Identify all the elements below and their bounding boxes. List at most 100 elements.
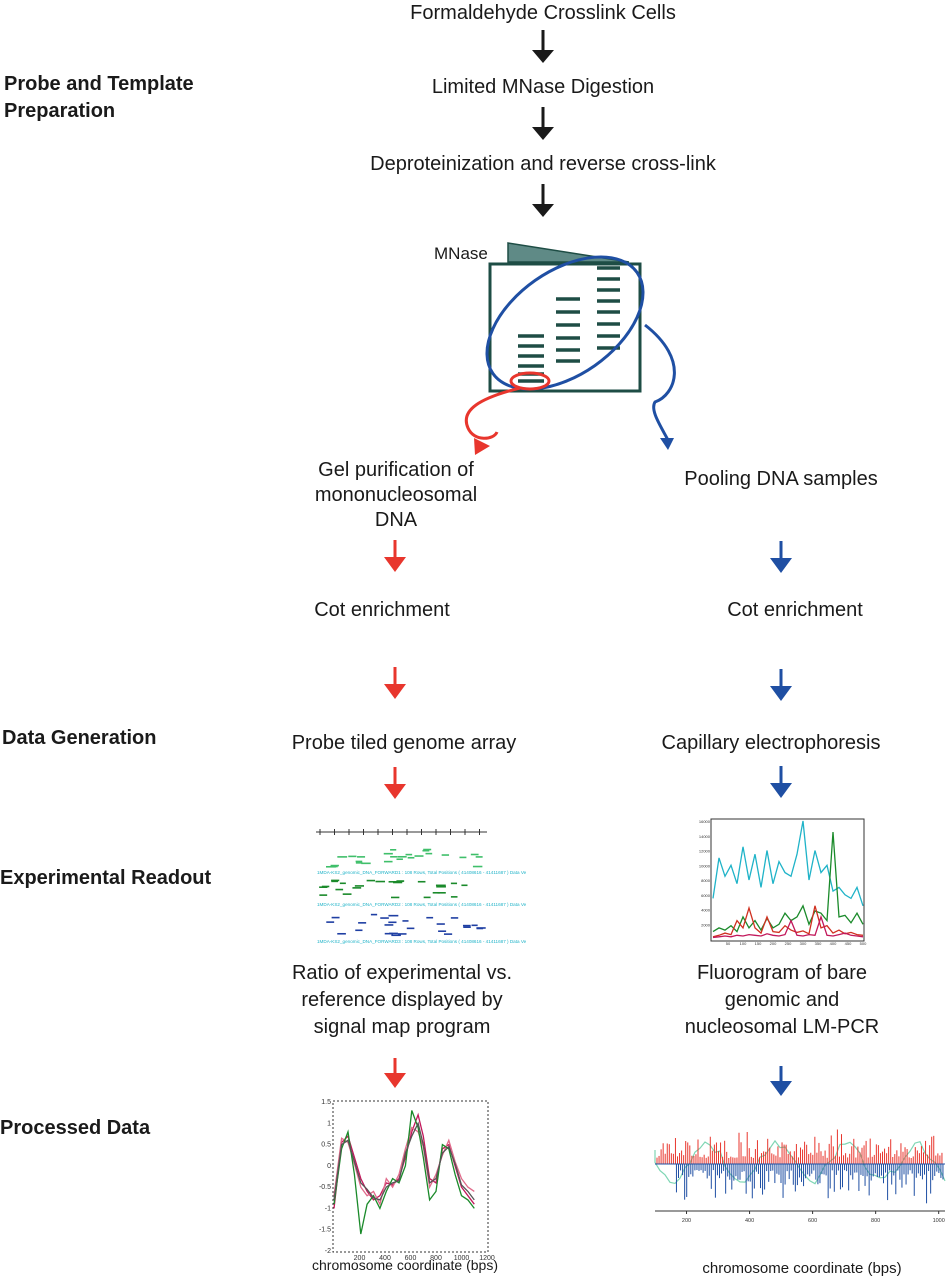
pooling-selection-ellipse <box>485 255 645 391</box>
y-tick-label: 1 <box>327 1120 331 1127</box>
blue-curved-arrow <box>644 323 676 450</box>
left-axis-caption: chromosome coordinate (bps) <box>312 1257 498 1273</box>
blue-arrow-2 <box>770 669 792 701</box>
fluorogram-chart: 16000 14000 12000 10000 8000 6000 4000 2000 50 1… <box>699 818 867 946</box>
arrow-digest-to-deprotein <box>532 107 554 140</box>
y-tick-label: 1.5 <box>321 1099 331 1106</box>
gel-mnase-label: MNase <box>434 244 488 263</box>
x-tick-label: 150 <box>755 941 762 946</box>
array-row-label-2: 1MDA-KS2_genomic_DNA_FORWARD2 : 108 Rows… <box>317 902 527 907</box>
x-tick-label: 800 <box>430 1255 442 1262</box>
x-tick-label: 100 <box>740 941 747 946</box>
mononucleosome-band-circle <box>509 371 551 391</box>
x-tick-label: 300 <box>800 941 807 946</box>
signal-map-frame <box>332 1100 489 1253</box>
series-line-1 <box>712 820 864 907</box>
y-tick-label: 12000 <box>699 849 711 854</box>
step-mnase-digestion: Limited MNase Digestion <box>431 76 655 98</box>
ratio-line-1: Ratio of experimental vs. <box>291 962 513 984</box>
stage-probe-template-line-1: Probe and Template <box>4 73 194 95</box>
right-cot-enrichment: Cot enrichment <box>727 599 863 621</box>
ratio-line-2: reference displayed by <box>301 989 503 1011</box>
stage-processed-data: Processed Data <box>0 1117 151 1139</box>
x-tick-label: 250 <box>785 941 792 946</box>
x-tick-label: 400 <box>745 1218 754 1224</box>
series-line-4 <box>333 1121 475 1201</box>
fluorogram-line-1: Fluorogram of bare <box>696 962 868 984</box>
y-tick-label: 14000 <box>699 834 711 839</box>
red-arrow-4 <box>384 1058 406 1088</box>
x-tick-label: 1000 <box>454 1255 470 1262</box>
gel-box <box>488 262 642 393</box>
x-tick-label: 600 <box>808 1218 817 1224</box>
gel-bands <box>518 266 620 383</box>
x-tick-label: 800 <box>871 1218 880 1224</box>
blue-arrow-4 <box>770 1066 792 1096</box>
y-tick-label: -1 <box>325 1205 331 1212</box>
series-line-2 <box>333 1126 475 1207</box>
red-arrows <box>384 540 406 1088</box>
blue-arrow-1 <box>770 541 792 573</box>
series-line-2 <box>712 832 864 933</box>
gel-purification-line-3: DNA <box>374 509 418 531</box>
series-line-3 <box>333 1110 475 1235</box>
y-tick-label: 4000 <box>701 908 711 913</box>
fluorogram-line-3: nucleosomal LM-PCR <box>684 1016 880 1038</box>
stage-data-generation: Data Generation <box>2 727 157 749</box>
left-cot-enrichment: Cot enrichment <box>314 599 450 621</box>
tiled-array-readout: 1MDA-KS2_genomic_DNA_FORWARD1 : 108 Rows… <box>316 829 527 944</box>
x-tick-label: 450 <box>845 941 852 946</box>
y-tick-label: 0.5 <box>321 1142 331 1149</box>
x-tick-label: 1200 <box>479 1255 495 1262</box>
y-tick-label: 2000 <box>701 922 711 927</box>
x-tick-label: 500 <box>860 941 867 946</box>
red-arrow-2 <box>384 667 406 699</box>
red-arrow-1 <box>384 540 406 572</box>
capillary-electrophoresis: Capillary electrophoresis <box>661 732 881 754</box>
x-tick-label: 200 <box>682 1218 691 1224</box>
y-tick-label: -1.5 <box>319 1227 331 1234</box>
nucleosome-bar-chart: 200 400 600 800 1000 <box>654 1129 946 1224</box>
fluorogram-frame <box>710 818 865 942</box>
x-tick-label: 1000 <box>933 1218 945 1224</box>
x-tick-label: 350 <box>815 941 822 946</box>
step-deproteinization: Deproteinization and reverse cross-link <box>370 153 716 175</box>
red-arrow-3 <box>384 767 406 799</box>
y-tick-label: 6000 <box>701 893 711 898</box>
gel-purification-line-1: Gel purification of <box>318 459 474 481</box>
mnase-gradient-wedge <box>507 242 630 263</box>
series-line-4 <box>712 914 864 939</box>
x-tick-label: 200 <box>354 1255 366 1262</box>
y-tick-label: -2 <box>325 1248 331 1255</box>
series-line-3 <box>712 905 864 938</box>
step-crosslink: Formaldehyde Crosslink Cells <box>410 2 676 24</box>
right-axis-caption: chromosome coordinate (bps) <box>702 1260 902 1277</box>
probe-tiled-array: Probe tiled genome array <box>291 732 517 754</box>
arrow-deprotein-to-gel <box>532 184 554 217</box>
x-tick-label: 600 <box>405 1255 417 1262</box>
signal-map-chart: 1.5 1 0.5 0 -0.5 -1 -1.5 -2 200 400 600 800 1000 120… <box>319 1099 495 1262</box>
y-tick-label: -0.5 <box>319 1184 331 1191</box>
y-tick-label: 8000 <box>701 878 711 883</box>
blue-arrows <box>770 541 792 1096</box>
gel-purification-line-2: mononucleosomal <box>314 484 478 506</box>
stage-experimental-readout: Experimental Readout <box>0 867 212 889</box>
array-row-label-1: 1MDA-KS2_genomic_DNA_FORWARD1 : 108 Rows… <box>317 870 527 875</box>
x-tick-label: 200 <box>770 941 777 946</box>
black-arrows <box>532 30 554 217</box>
arrow-crosslink-to-digest <box>532 30 554 63</box>
y-tick-label: 0 <box>327 1163 331 1170</box>
x-tick-label: 50 <box>726 941 731 946</box>
y-tick-label: 16000 <box>699 819 711 824</box>
red-curved-arrow <box>464 386 521 455</box>
pooling-dna: Pooling DNA samples <box>684 468 878 490</box>
gel-schematic <box>485 242 645 393</box>
x-tick-label: 400 <box>830 941 837 946</box>
fluorogram-line-2: genomic and <box>724 989 840 1011</box>
array-row-label-3: 1MDA-KS2_genomic_DNA_FORWARD3 : 108 Rows… <box>317 939 527 944</box>
ratio-line-3: signal map program <box>313 1016 491 1038</box>
x-tick-label: 400 <box>379 1255 391 1262</box>
blue-arrow-3 <box>770 766 792 798</box>
y-tick-label: 10000 <box>699 863 711 868</box>
